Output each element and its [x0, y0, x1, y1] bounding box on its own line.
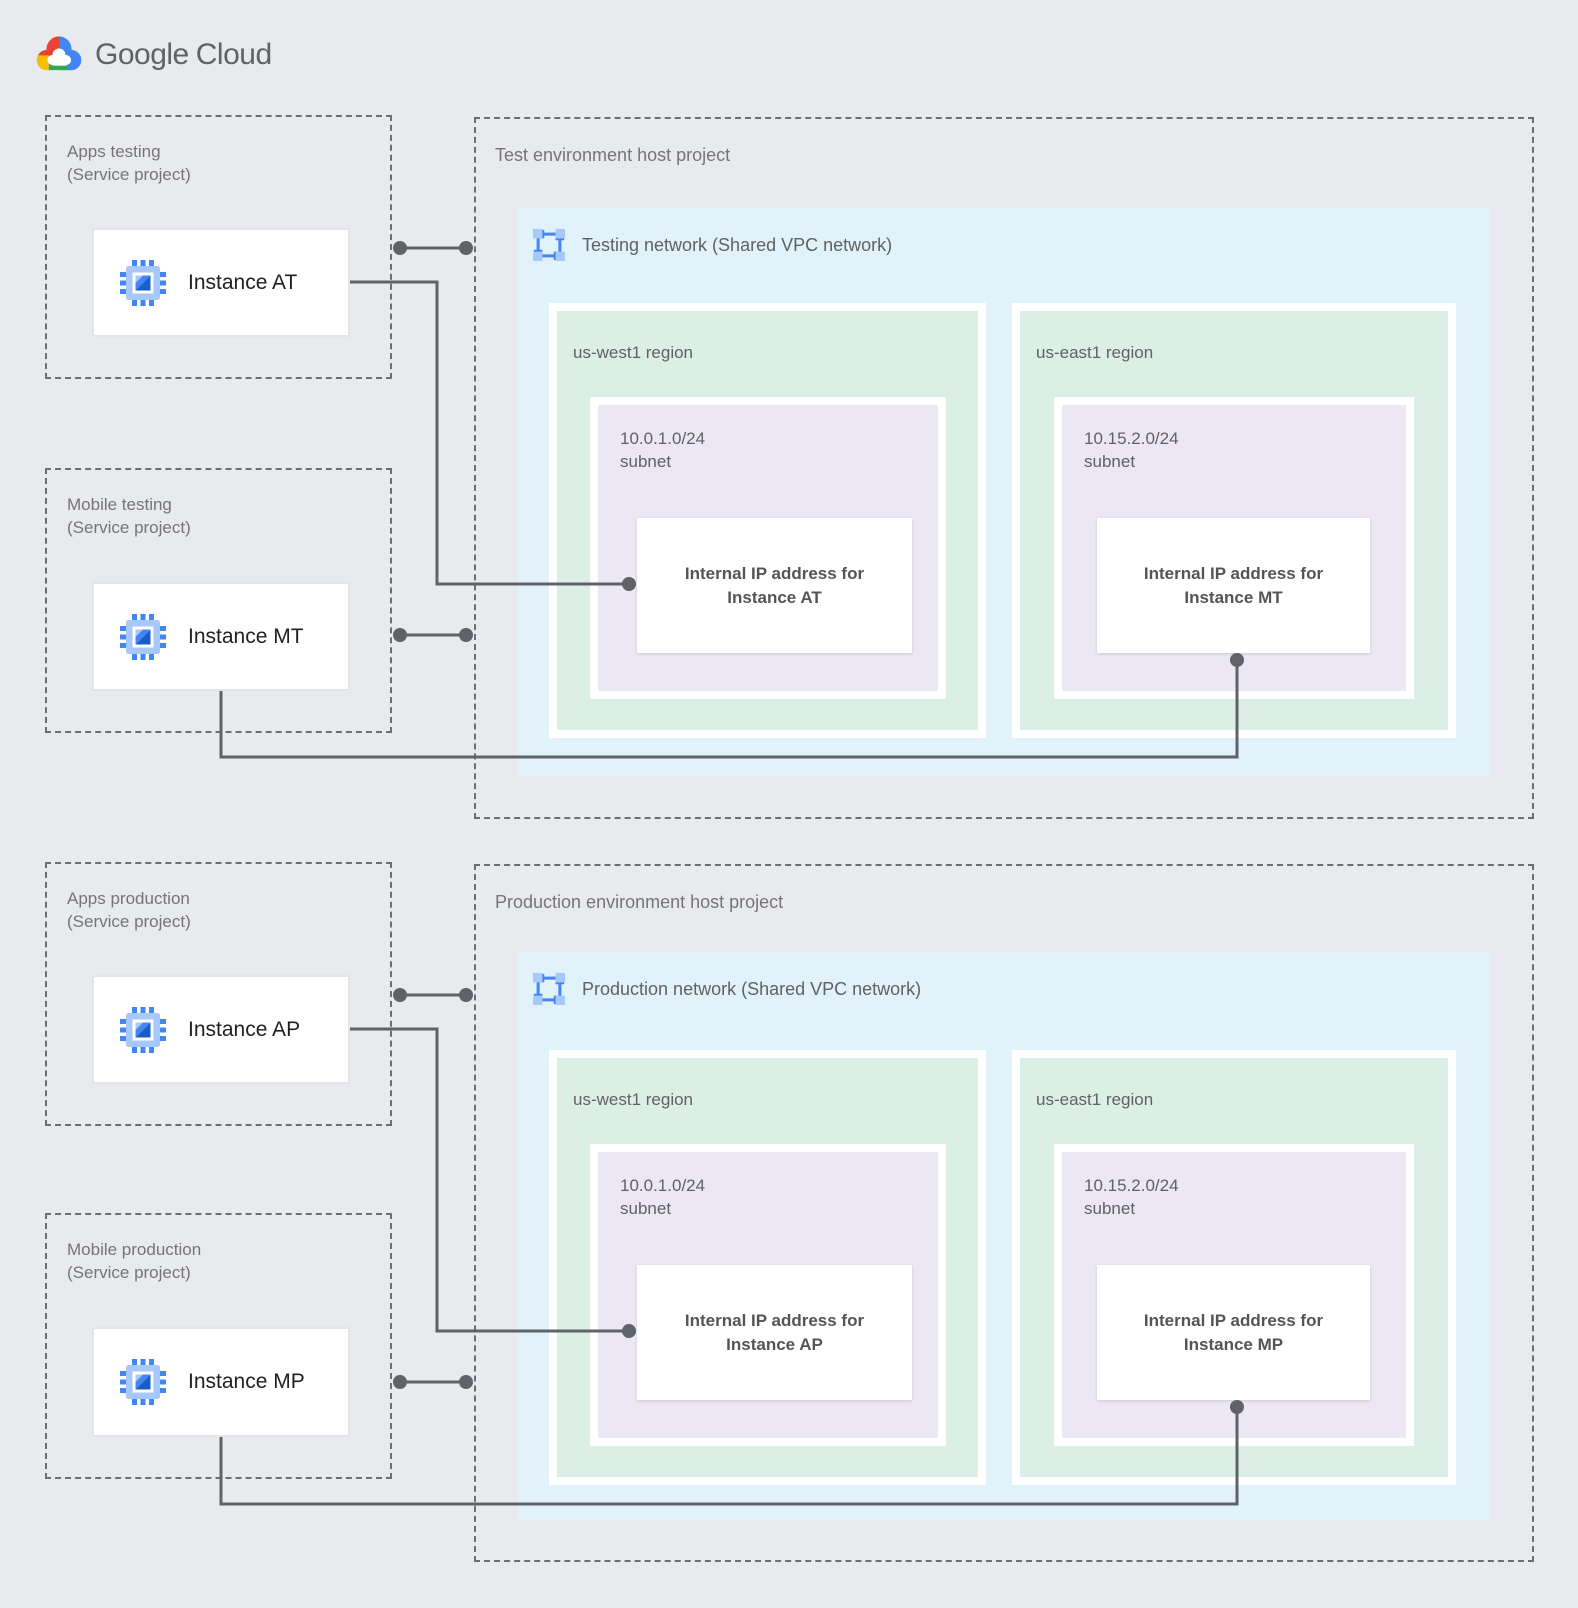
network-header: Production network (Shared VPC network) — [517, 952, 1489, 1006]
internal-ip-label: Internal IP address for Instance AP — [684, 1310, 865, 1354]
subnet-label: 10.0.1.0/24 subnet — [620, 1176, 706, 1218]
region-label: us-west1 region — [573, 343, 694, 362]
service-project-apps-testing: Apps testing (Service project) — [45, 115, 392, 379]
region-label: us-east1 region — [1036, 343, 1154, 362]
instance-card-at: Instance AT — [92, 228, 350, 337]
connector-endpoint-dot — [393, 241, 407, 255]
internal-ip-card-mp: Internal IP address for Instance MP — [1097, 1265, 1370, 1400]
network-label: Production network (Shared VPC network) — [582, 978, 922, 999]
compute-engine-icon — [119, 1006, 167, 1054]
internal-ip-card-mt: Internal IP address for Instance MT — [1097, 518, 1370, 653]
service-project-mobile-production: Mobile production (Service project) — [45, 1213, 392, 1479]
internal-ip-card-at: Internal IP address for Instance AT — [637, 518, 912, 653]
network-header: Testing network (Shared VPC network) — [517, 208, 1489, 262]
host-project-title: Test environment host project — [495, 145, 731, 165]
internal-ip-label: Internal IP address for Instance MP — [1143, 1310, 1324, 1354]
vpc-network-icon — [532, 228, 566, 262]
instance-label: Instance AT — [188, 270, 298, 294]
subnet-label: 10.0.1.0/24 subnet — [620, 429, 706, 471]
instance-label: Instance MT — [188, 624, 304, 648]
connector-endpoint-dot — [393, 628, 407, 642]
subnet-label: 10.15.2.0/24 subnet — [1084, 1176, 1179, 1218]
instance-label: Instance AP — [188, 1017, 301, 1041]
compute-engine-icon — [119, 613, 167, 661]
connector-endpoint-dot — [459, 628, 473, 642]
internal-ip-label: Internal IP address for Instance AT — [684, 563, 865, 607]
compute-engine-icon — [119, 1358, 167, 1406]
instance-label: Instance MP — [188, 1370, 305, 1393]
compute-engine-icon — [119, 259, 167, 307]
service-project-title: Mobile testing (Service project) — [67, 495, 191, 537]
host-project-title: Production environment host project — [495, 892, 784, 912]
region-label: us-east1 region — [1036, 1090, 1154, 1109]
service-project-title: Apps testing (Service project) — [67, 142, 191, 184]
google-cloud-logo-icon — [33, 34, 85, 75]
service-project-title: Apps production (Service project) — [67, 889, 191, 931]
instance-card-mp: Instance MP — [92, 1327, 350, 1437]
instance-card-ap: Instance AP — [92, 975, 350, 1084]
connector-endpoint-dot — [393, 1375, 407, 1389]
network-label: Testing network (Shared VPC network) — [582, 234, 893, 255]
connector-endpoint-dot — [459, 988, 473, 1002]
instance-card-mt: Instance MT — [92, 582, 350, 691]
vpc-network-icon — [532, 972, 566, 1006]
region-label: us-west1 region — [573, 1090, 694, 1109]
service-project-title: Mobile production (Service project) — [67, 1240, 202, 1282]
connector-endpoint-dot — [459, 1375, 473, 1389]
internal-ip-card-ap: Internal IP address for Instance AP — [637, 1265, 912, 1400]
service-project-mobile-testing: Mobile testing (Service project) — [45, 468, 392, 733]
internal-ip-label: Internal IP address for Instance MT — [1143, 563, 1324, 607]
subnet-label: 10.15.2.0/24 subnet — [1084, 429, 1179, 471]
connector-endpoint-dot — [459, 241, 473, 255]
connector-endpoint-dot — [393, 988, 407, 1002]
service-project-apps-production: Apps production (Service project) — [45, 862, 392, 1126]
